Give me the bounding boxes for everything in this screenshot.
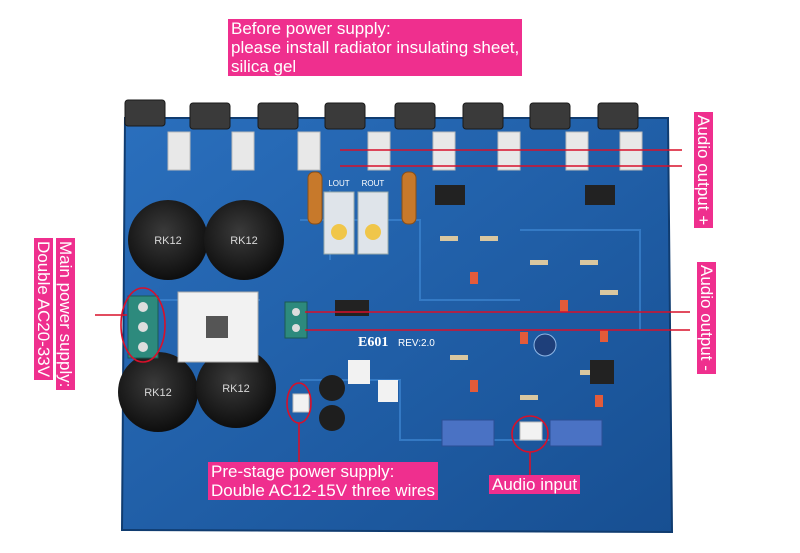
annotations bbox=[95, 149, 690, 476]
board-model: E601 REV:2.0 bbox=[358, 335, 435, 350]
before-power-note: Before power supply: please install radi… bbox=[228, 19, 523, 76]
cap-label-4: RK12 bbox=[222, 383, 250, 395]
cap-label-1: RK12 bbox=[154, 235, 182, 247]
filter-capacitors: RK12 RK12 RK12 RK12 bbox=[118, 200, 284, 432]
bridge-rectifier bbox=[177, 291, 259, 363]
audio-output-minus-label: Audio output - bbox=[697, 262, 716, 374]
board-revision: REV:2.0 bbox=[398, 338, 435, 349]
main-power-terminal bbox=[127, 295, 159, 359]
before-power-line-3: silica gel bbox=[231, 57, 297, 76]
prestage-line-2: Double AC12-15V three wires bbox=[211, 481, 435, 500]
relays: LOUT ROUT bbox=[323, 179, 389, 255]
small-components bbox=[319, 185, 618, 431]
before-power-line-1: Before power supply: bbox=[231, 19, 391, 38]
main-power-label-2: Double AC20-33V bbox=[34, 238, 53, 381]
relay-right-label: ROUT bbox=[362, 179, 385, 188]
board-model-name: E601 bbox=[358, 335, 388, 350]
cap-label-2: RK12 bbox=[230, 235, 258, 247]
speaker-output-terminals bbox=[284, 301, 308, 339]
prestage-power-note: Pre-stage power supply: Double AC12-15V … bbox=[208, 462, 438, 500]
power-transistors bbox=[124, 99, 643, 171]
output-inductors bbox=[307, 171, 417, 225]
audio-output-plus-label: Audio output + bbox=[694, 112, 713, 229]
before-power-line-2: please install radiator insulating sheet… bbox=[231, 38, 520, 57]
main-power-label-1: Main power supply: bbox=[56, 238, 75, 391]
relay-left-label: LOUT bbox=[328, 179, 349, 188]
input-section bbox=[292, 393, 603, 447]
audio-input-label: Audio input bbox=[489, 475, 581, 494]
prestage-line-1: Pre-stage power supply: bbox=[211, 462, 395, 481]
cap-label-3: RK12 bbox=[144, 387, 172, 399]
